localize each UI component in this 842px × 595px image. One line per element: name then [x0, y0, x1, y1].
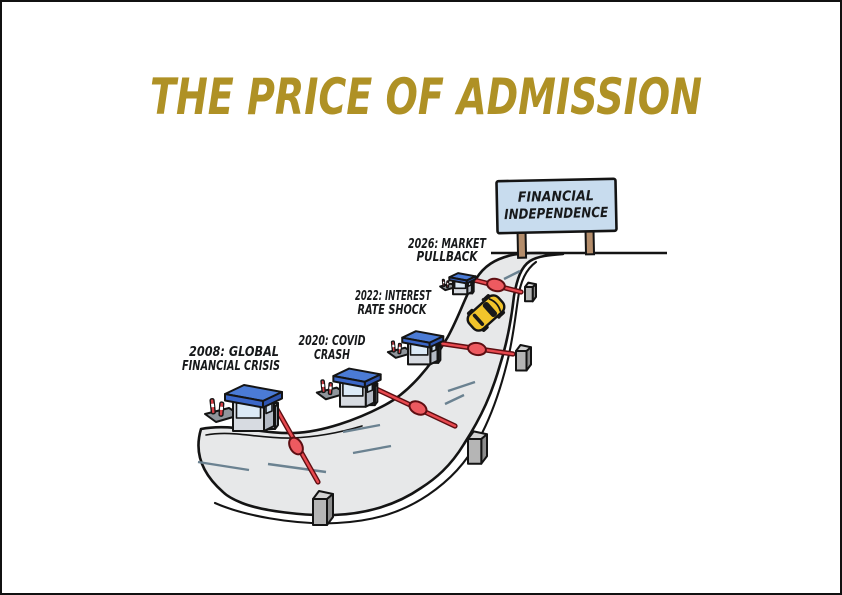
- toll-booth-2022: [387, 330, 444, 366]
- lane-markings: [197, 269, 521, 474]
- milestone-label-2008: 2008: GLOBAL FINANCIAL CRISIS: [182, 344, 280, 374]
- svg-text:2026: MARKET: 2026: MARKET: [408, 236, 487, 252]
- toll-gate-2020: [371, 385, 458, 429]
- milestone-label-2026: 2026: MARKET PULLBACK: [408, 236, 487, 265]
- toll-gate-2008: [272, 403, 321, 485]
- gate-ball: [288, 436, 304, 456]
- gate-ball: [486, 277, 506, 293]
- gate-bollard: [312, 490, 334, 526]
- toll-gate-2026: [467, 276, 524, 295]
- sign-board: [495, 177, 618, 235]
- svg-text:INDEPENDENCE: INDEPENDENCE: [504, 205, 609, 223]
- svg-text:2020: COVID: 2020: COVID: [299, 333, 366, 349]
- svg-text:PULLBACK: PULLBACK: [417, 249, 479, 265]
- page-title: THE PRICE OF ADMISSION: [150, 68, 702, 126]
- toll-gate-2022: [435, 340, 516, 357]
- svg-text:2008: GLOBAL: 2008: GLOBAL: [189, 344, 279, 360]
- svg-text:CRASH: CRASH: [314, 347, 350, 363]
- svg-text:2022: INTEREST: 2022: INTEREST: [355, 288, 432, 304]
- toll-booth-2020: [315, 367, 382, 408]
- svg-text:FINANCIAL CRISIS: FINANCIAL CRISIS: [182, 358, 280, 374]
- gate-ball: [467, 341, 487, 357]
- toll-booth-2008: [204, 384, 283, 432]
- milestone-label-2022: 2022: INTEREST RATE SHOCK: [355, 288, 432, 318]
- gate-bollard: [515, 344, 532, 372]
- car: [466, 294, 506, 332]
- milestone-label-2020: 2020: COVID CRASH: [299, 333, 366, 363]
- svg-text:FINANCIAL: FINANCIAL: [518, 188, 594, 206]
- svg-text:RATE SHOCK: RATE SHOCK: [358, 302, 428, 318]
- gate-bollard: [524, 282, 537, 302]
- toll-booth-2026: [439, 272, 477, 295]
- financial-independence-sign: FINANCIAL INDEPENDENCE: [495, 177, 618, 259]
- gate-ball: [408, 400, 428, 416]
- gate-bollard: [467, 430, 488, 465]
